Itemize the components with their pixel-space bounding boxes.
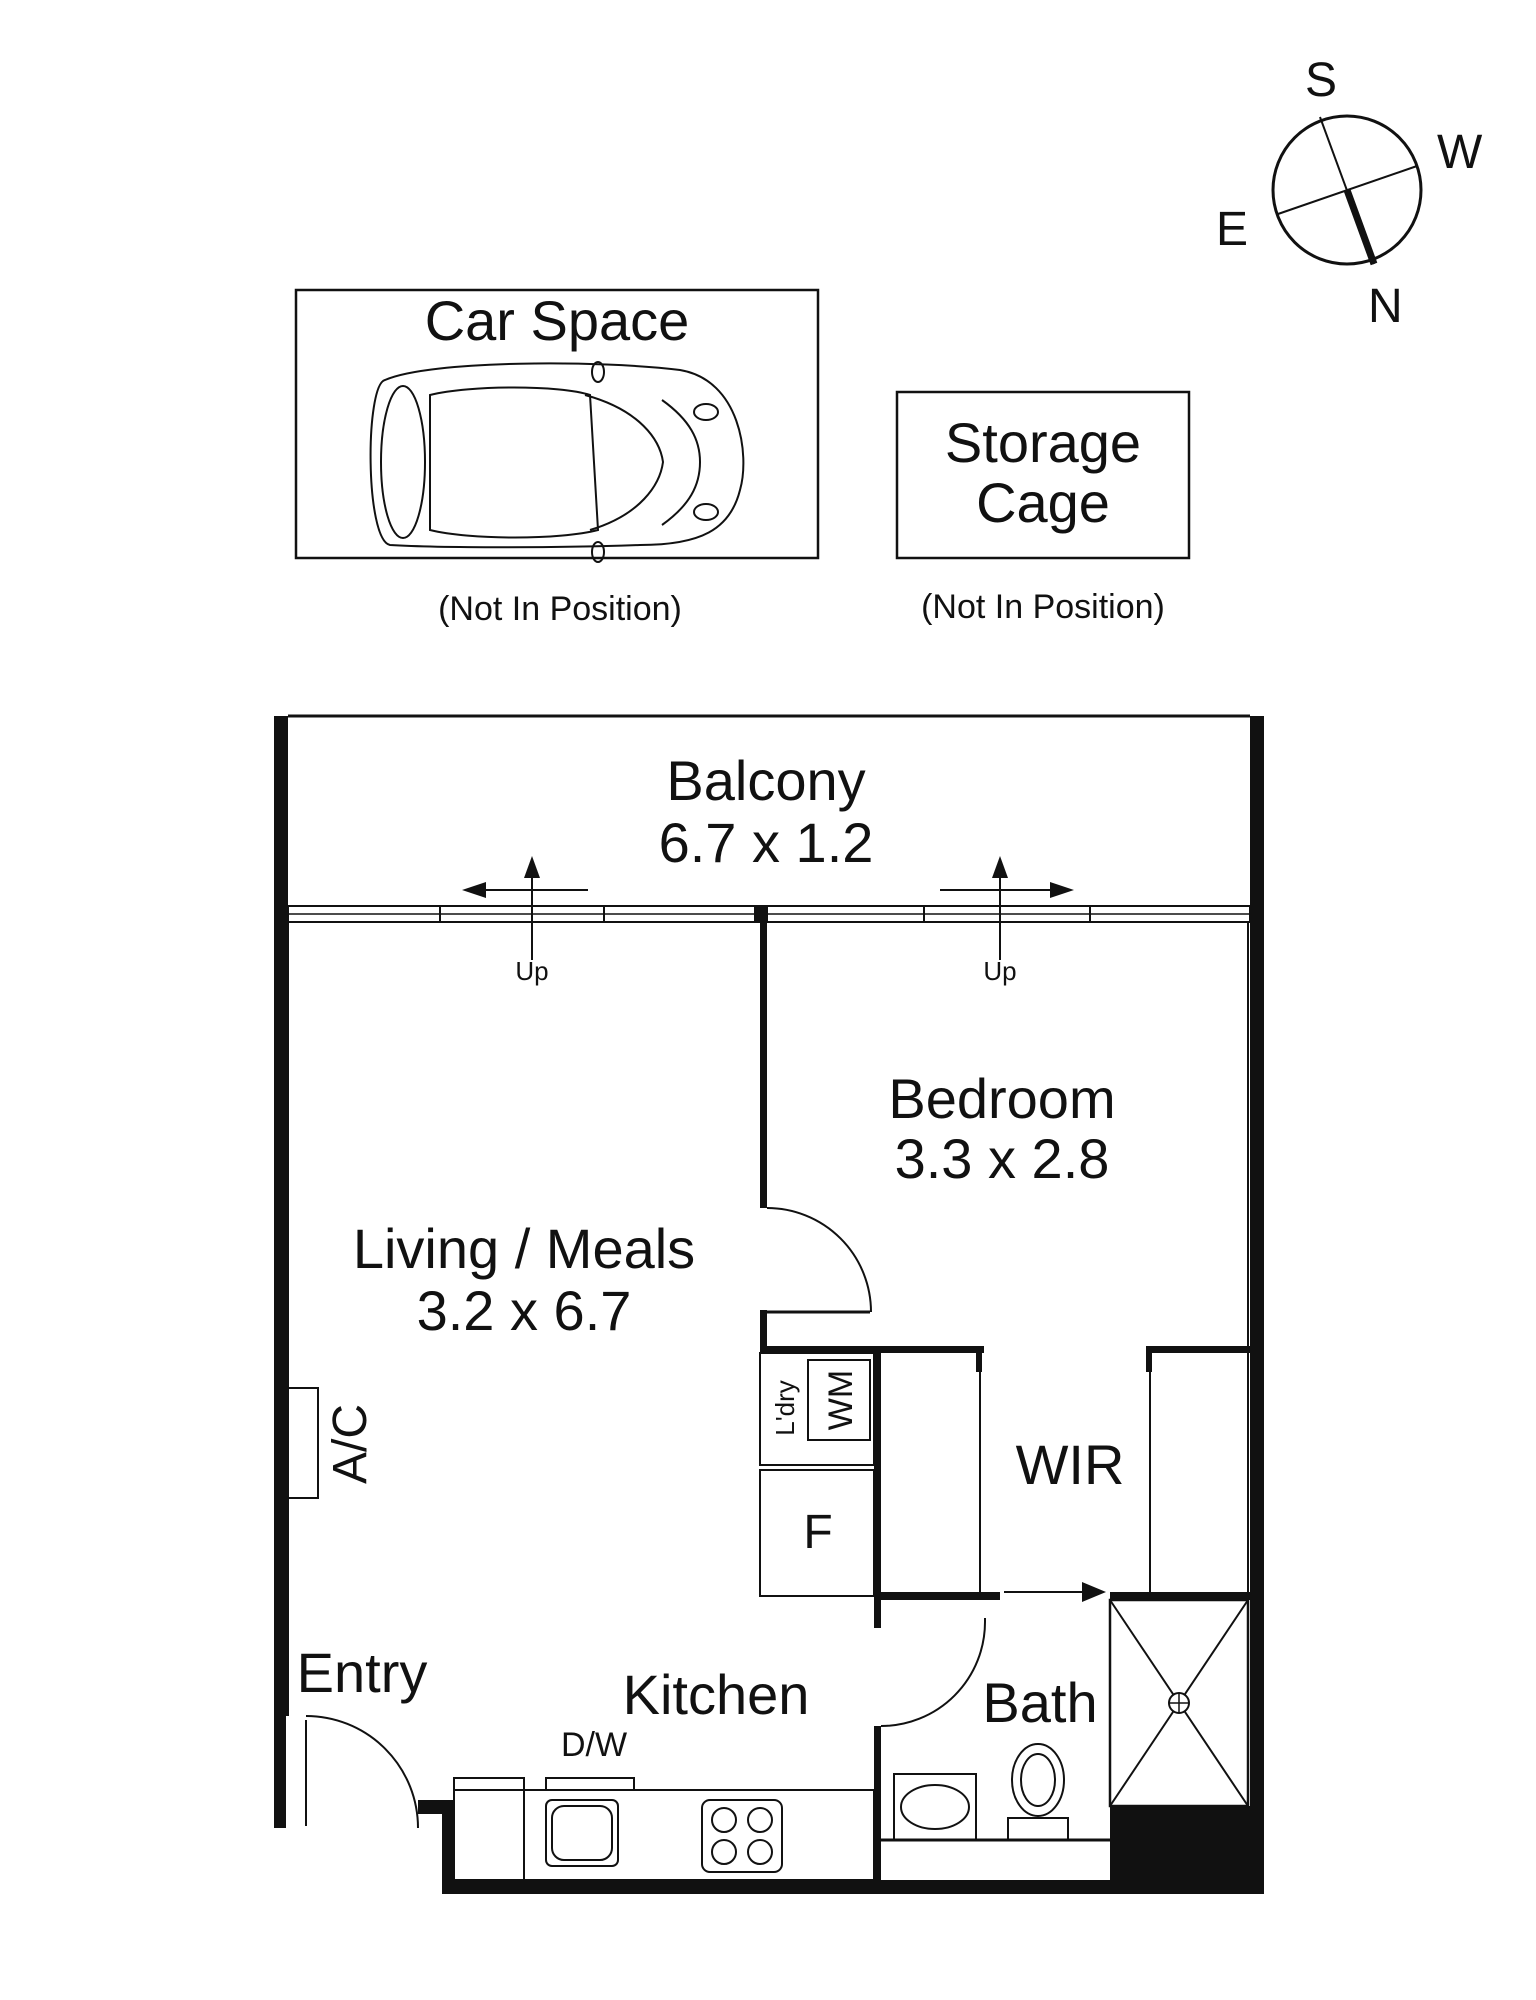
walls <box>274 716 1264 1894</box>
balcony-name: Balcony <box>666 749 865 812</box>
bedroom-door-swing <box>766 1207 872 1313</box>
bench-outline <box>453 1789 875 1881</box>
ac-unit <box>287 1387 319 1499</box>
wall-bath-left-upper <box>874 1600 881 1628</box>
dishwasher-label: D/W <box>561 1726 627 1764</box>
slide-arrow-right-head <box>1050 882 1074 898</box>
shower <box>1108 1598 1250 1808</box>
up-arrow-right-head <box>992 856 1008 878</box>
balcony-size: 6.7 x 1.2 <box>659 811 874 874</box>
fridge-label: F <box>803 1506 832 1559</box>
washing-machine-label: WM <box>822 1370 860 1430</box>
storage-cage-box <box>895 390 1191 560</box>
wall-wir-bottom <box>874 1592 1000 1600</box>
bench-end-panel <box>453 1777 525 1881</box>
compass-east-label: E <box>1216 203 1248 256</box>
ac-label: A/C <box>324 1404 377 1484</box>
car-icon <box>369 361 745 563</box>
compass-needle-north <box>1343 188 1378 266</box>
wall-left-return <box>274 716 288 1826</box>
sink-outer <box>545 1799 619 1867</box>
compass-north-label: N <box>1368 280 1403 333</box>
wall-right-outer <box>1250 716 1264 1894</box>
doors <box>305 1207 1106 1829</box>
bath-name: Bath <box>982 1671 1097 1734</box>
car-space: Car Space (Not In Position) <box>294 288 820 628</box>
wall-wir-left <box>874 1346 881 1600</box>
car-space-box <box>294 288 820 560</box>
laundry-cupboard <box>759 1352 875 1466</box>
vanity-basin-icon <box>900 1784 970 1830</box>
cooktop-burner-1-icon <box>711 1807 737 1833</box>
wall-bath-top-right <box>1110 1592 1250 1600</box>
wall-wir-top-left <box>760 1346 984 1353</box>
bedroom-size: 3.3 x 2.8 <box>895 1127 1110 1190</box>
bath-door-swing <box>880 1621 986 1727</box>
wall-bottom-left <box>442 1800 454 1894</box>
balcony-edge: Up Up <box>287 714 1251 986</box>
compass: S W E N <box>1216 54 1483 333</box>
slider-center-post <box>754 906 768 922</box>
washing-machine <box>807 1359 871 1441</box>
wall-kitchen-stub <box>418 1800 454 1814</box>
entry-name: Entry <box>297 1641 428 1704</box>
door-up-right-label: Up <box>983 956 1016 986</box>
toilet-cistern <box>1007 1817 1069 1841</box>
dishwasher-panel <box>545 1777 635 1791</box>
storage-cage-label-line1: Storage <box>945 411 1141 474</box>
wall-partition-upper <box>760 912 767 1208</box>
vanity-basin-box <box>893 1773 977 1841</box>
wir-name: WIR <box>1016 1433 1125 1496</box>
wall-bath-corner <box>1110 1806 1250 1880</box>
compass-ring <box>1271 114 1423 266</box>
cooktop-burner-4-icon <box>747 1839 773 1865</box>
fridge-space <box>759 1469 875 1597</box>
wall-bath-left-lower <box>874 1726 881 1880</box>
toilet-bowl-outer-icon <box>1011 1743 1065 1817</box>
storage-cage: Storage Cage (Not In Position) <box>895 390 1191 626</box>
wall-partition-lower <box>760 1310 767 1346</box>
up-arrow-left-head <box>524 856 540 878</box>
toilet-bowl-inner-icon <box>1020 1753 1056 1807</box>
car-space-note: (Not In Position) <box>438 590 682 628</box>
wall-left-lower <box>274 1716 286 1828</box>
car-space-label: Car Space <box>425 289 690 352</box>
wir-arrow-head <box>1082 1582 1106 1602</box>
sink-inner-icon <box>551 1805 613 1861</box>
cooktop-outline <box>701 1799 783 1873</box>
wall-wir-top-right <box>1146 1346 1250 1353</box>
slide-arrow-left-head <box>462 882 486 898</box>
compass-south-label: S <box>1305 54 1337 107</box>
cooktop-burner-2-icon <box>747 1807 773 1833</box>
kitchen-name: Kitchen <box>623 1663 810 1726</box>
shower-tray <box>1108 1598 1250 1808</box>
compass-west-label: W <box>1437 126 1483 179</box>
compass-crossbar <box>1277 165 1418 215</box>
entry-door-swing <box>305 1715 419 1829</box>
cooktop-burner-3-icon <box>711 1839 737 1865</box>
kitchen-bench <box>453 1777 875 1881</box>
wir-robe-right-post <box>1146 1350 1152 1372</box>
laundry-label: L'dry <box>770 1380 800 1436</box>
door-up-left-label: Up <box>515 956 548 986</box>
storage-cage-label-line2: Cage <box>976 471 1110 534</box>
bath-fixtures <box>893 1743 1069 1841</box>
wall-bottom <box>442 1880 1264 1894</box>
living-name: Living / Meals <box>353 1217 695 1280</box>
bedroom-name: Bedroom <box>888 1067 1115 1130</box>
storage-cage-note: (Not In Position) <box>921 588 1165 626</box>
wir-robe-left-post <box>976 1350 982 1372</box>
living-size: 3.2 x 6.7 <box>417 1279 632 1342</box>
